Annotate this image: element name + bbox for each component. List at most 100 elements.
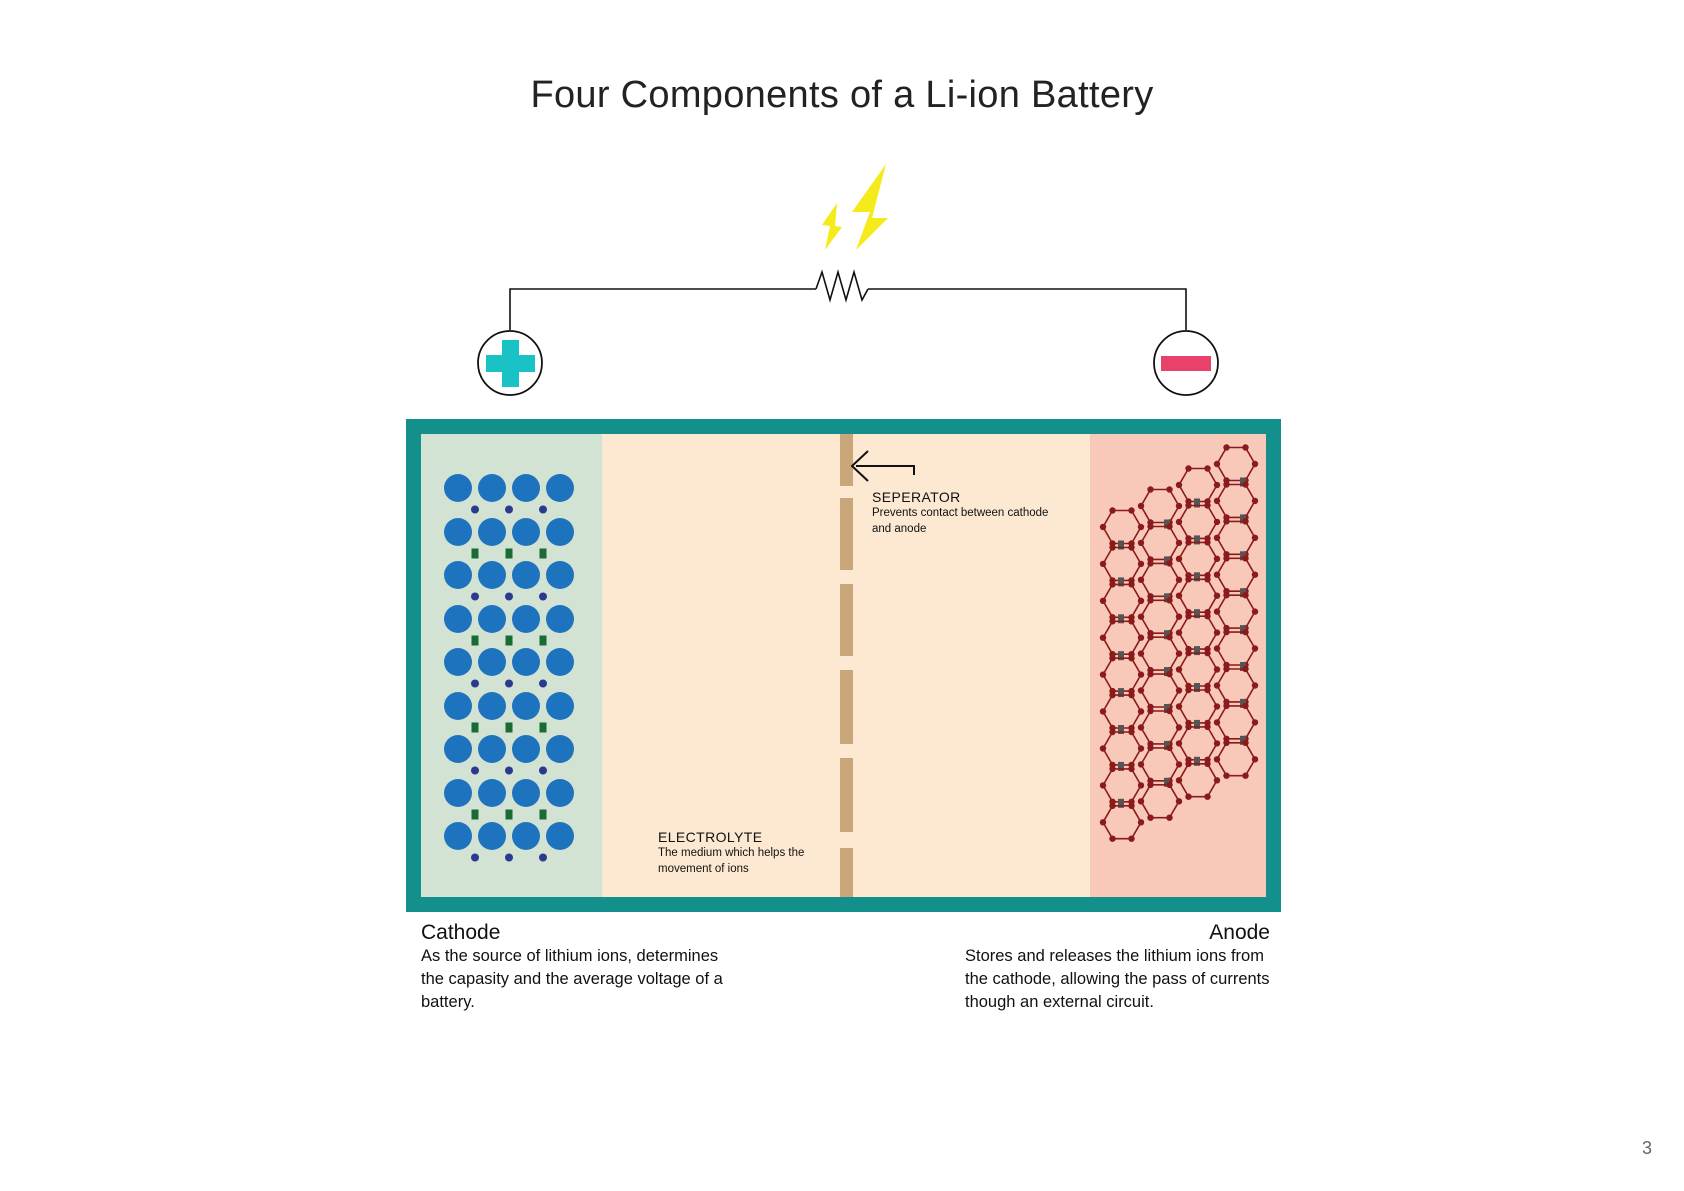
anode-lattice-node — [1137, 597, 1145, 604]
anode-description-line: Stores and releases the lithium ions fro… — [965, 947, 1264, 965]
anode-lattice-node — [1251, 682, 1259, 689]
anode-ion — [1240, 735, 1246, 745]
anode-lattice-node — [1204, 465, 1211, 472]
anode-lattice-node — [1204, 649, 1211, 657]
anode-lattice-node — [1109, 507, 1116, 514]
anode-lattice-node — [1099, 634, 1107, 641]
anode-lattice-node — [1213, 592, 1221, 599]
cathode-lattice — [444, 474, 574, 862]
anode-description-line: the cathode, allowing the pass of curren… — [965, 970, 1270, 988]
cathode-ion — [471, 722, 479, 733]
cathode-atom — [444, 474, 472, 502]
anode-ion — [1194, 646, 1200, 656]
anode-ion — [1118, 798, 1124, 808]
cathode-atom — [512, 692, 540, 720]
anode-lattice-node — [1128, 835, 1135, 842]
cathode-atom — [478, 692, 506, 720]
cathode-description: As the source of lithium ions, determine… — [421, 945, 723, 1014]
anode-lattice-node — [1175, 761, 1183, 768]
anode-lattice-node — [1213, 555, 1221, 562]
cathode-atom — [478, 605, 506, 633]
anode-ion — [1118, 725, 1124, 734]
anode-lattice-node — [1185, 649, 1192, 657]
separator-segment — [840, 670, 853, 744]
cathode-atom — [546, 692, 574, 720]
arrow-left-icon — [850, 450, 915, 482]
anode-ion — [1164, 556, 1170, 566]
anode-lattice-node — [1128, 655, 1135, 662]
anode-lattice-node — [1175, 555, 1183, 562]
cathode-small-atom — [471, 766, 479, 775]
cathode-atom — [546, 822, 574, 850]
cathode-atom — [444, 648, 472, 676]
cathode-atom — [512, 735, 540, 763]
cathode-small-atom — [539, 592, 547, 601]
anode-lattice-node — [1166, 634, 1173, 641]
electrolyte-description-line: The medium which helps the — [658, 847, 805, 859]
anode-lattice-node — [1213, 777, 1221, 784]
anode-lattice-node — [1223, 444, 1230, 451]
cathode-atom — [546, 518, 574, 546]
anode-ion — [1194, 609, 1200, 619]
anode-lattice-node — [1109, 728, 1116, 736]
cathode-atom — [478, 779, 506, 807]
cathode-atom — [478, 474, 506, 502]
anode-title: Anode — [1209, 921, 1270, 944]
anode-lattice-node — [1099, 523, 1107, 531]
anode-lattice-node — [1137, 819, 1145, 826]
anode-lattice-node — [1109, 618, 1116, 625]
cathode-small-atom — [505, 853, 513, 862]
anode-lattice-node — [1128, 507, 1135, 514]
cathode-atom — [512, 779, 540, 807]
cathode-atom — [444, 518, 472, 546]
anode-lattice-node — [1137, 798, 1145, 805]
anode-lattice-node — [1223, 772, 1230, 779]
separator-segment — [840, 498, 853, 570]
circuit-wire-right — [868, 288, 1187, 330]
anode-ion — [1164, 740, 1170, 750]
anode-ion — [1164, 630, 1170, 640]
resistor-icon — [815, 269, 869, 303]
anode-lattice-node — [1128, 765, 1135, 773]
cathode-small-atom — [505, 505, 513, 514]
anode-lattice-node — [1242, 739, 1249, 746]
anode-ion — [1164, 593, 1170, 603]
cathode-description-line: As the source of lithium ions, determine… — [421, 947, 719, 965]
cathode-atom — [512, 518, 540, 546]
anode-lattice-node — [1242, 481, 1249, 488]
minus-icon — [1161, 356, 1211, 371]
page-title: Four Components of a Li-ion Battery — [530, 74, 1154, 116]
anode-lattice-node — [1242, 628, 1249, 636]
anode-lattice-node — [1204, 723, 1211, 731]
anode-lattice-node — [1175, 592, 1183, 599]
anode-lattice-node — [1223, 592, 1230, 599]
anode-lattice-node — [1147, 744, 1154, 752]
anode-ion — [1164, 667, 1170, 677]
cathode-atom — [444, 779, 472, 807]
anode-lattice-node — [1204, 613, 1211, 620]
cathode-ion — [505, 548, 513, 559]
cathode-atom — [444, 822, 472, 850]
cathode-small-atom — [471, 505, 479, 514]
negative-terminal — [1153, 330, 1219, 396]
anode-lattice-node — [1166, 486, 1173, 493]
anode-lattice-node — [1223, 665, 1230, 673]
cathode-ion — [505, 722, 513, 733]
electrolyte-description-line: movement of ions — [658, 862, 749, 875]
anode-lattice-node — [1166, 814, 1173, 821]
anode-lattice-node — [1213, 518, 1221, 526]
anode-lattice-node — [1175, 539, 1183, 547]
separator-segment — [840, 758, 853, 832]
anode-lattice-node — [1099, 560, 1107, 568]
anode-lattice-node — [1147, 781, 1154, 788]
anode-ion — [1194, 719, 1200, 729]
anode-lattice-node — [1175, 740, 1183, 747]
anode-lattice-node — [1223, 518, 1230, 525]
anode-lattice-node — [1185, 576, 1192, 583]
anode-lattice-node — [1213, 703, 1221, 710]
anode-lattice-node — [1251, 497, 1259, 505]
cathode-small-atom — [505, 766, 513, 775]
anode-lattice-node — [1185, 465, 1192, 472]
anode-ion — [1240, 477, 1246, 487]
anode-ion — [1118, 577, 1124, 587]
